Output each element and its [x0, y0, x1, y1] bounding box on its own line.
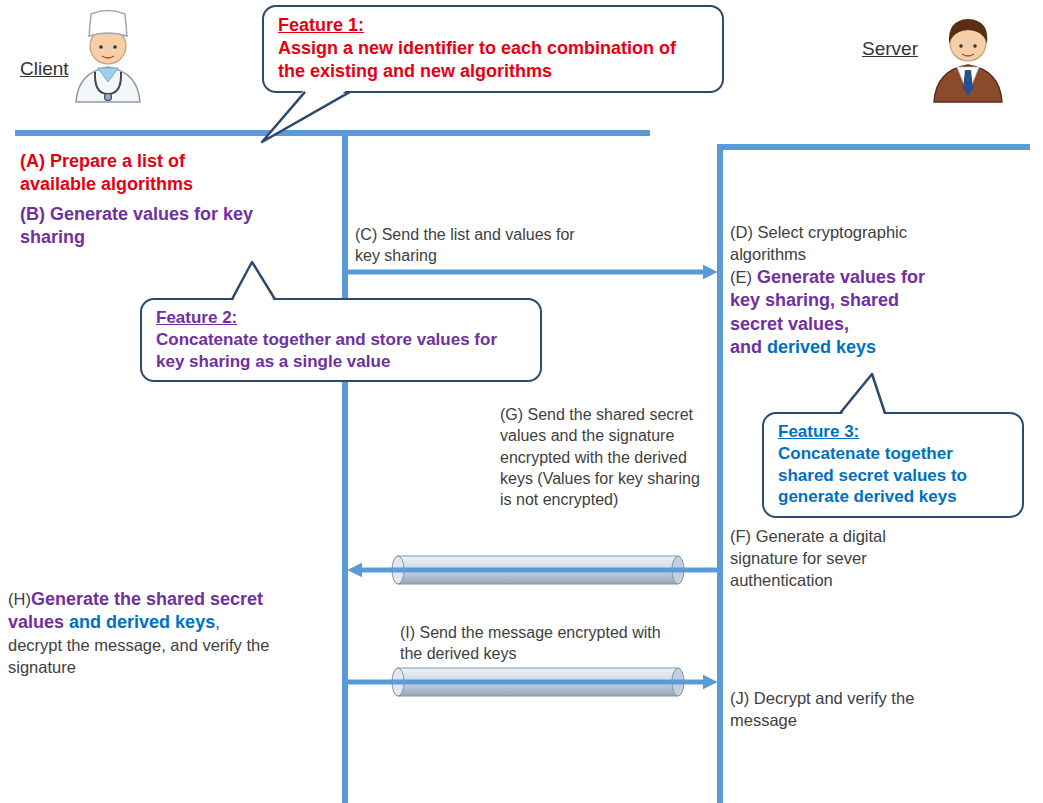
step-text: (D) Select cryptographic algorithms	[730, 222, 955, 266]
message-label: (I) Send the message encrypted with the …	[400, 622, 675, 665]
tie	[963, 70, 973, 96]
step-text-part: (H)	[8, 590, 31, 608]
client-icon	[76, 11, 140, 103]
eye	[99, 45, 103, 49]
lifeline-extension	[345, 130, 650, 136]
scrub-collar	[98, 68, 118, 82]
callout-pointer	[762, 412, 763, 413]
step-text: (A) Prepare a list of available algorith…	[20, 150, 260, 197]
step-text: (E)Generate values for key sharing, shar…	[730, 266, 945, 360]
server-icon	[934, 19, 1002, 102]
message-arrow	[348, 270, 707, 275]
feature-text: Concatenate together shared secret value…	[778, 443, 1008, 508]
mouth	[102, 56, 114, 58]
doctor-cap	[89, 11, 127, 37]
step-text-part: (A) Prepare a list of available algorith…	[20, 151, 193, 194]
step-text-part: (J) Decrypt and verify the message	[730, 689, 914, 729]
actor-name: Client	[20, 58, 69, 80]
eye	[959, 44, 963, 48]
mouth	[962, 54, 974, 56]
step-text-part: (B) Generate values for key sharing	[20, 204, 253, 247]
step-text: (F) Generate a digital signature for sev…	[730, 526, 930, 591]
callout-pointer-fill	[262, 88, 350, 141]
feature-heading: Feature 2:	[156, 307, 526, 329]
step-text-part: (E)	[730, 268, 752, 286]
step-text: (B) Generate values for key sharing	[20, 203, 282, 250]
stethoscope-head	[105, 94, 112, 101]
suit	[934, 65, 1002, 102]
step-text-part: (D) Select cryptographic algorithms	[730, 223, 907, 263]
step-text-part: (F) Generate a digital signature for sev…	[730, 527, 886, 589]
step-text: (H)Generate the shared secret valuesand …	[8, 588, 270, 678]
feature-text: Assign a new identifier to each combinat…	[278, 37, 708, 83]
callout-pointer-fill	[232, 262, 275, 303]
message-label: (G) Send the shared secret values and th…	[500, 404, 712, 510]
callout-pointer-outline	[232, 262, 275, 299]
message-arrow	[358, 568, 717, 573]
callout-pointer	[262, 5, 263, 6]
coat	[76, 67, 140, 102]
callout-box: Feature 3:Concatenate together shared se…	[762, 412, 1024, 518]
callout-pointer	[140, 298, 141, 299]
step-text: (J) Decrypt and verify the message	[730, 688, 930, 732]
step-text-part: and derived keys	[69, 612, 215, 632]
callout-pointer-outline	[840, 374, 885, 413]
hair	[949, 19, 988, 44]
actor-name: Server	[862, 38, 918, 60]
callout-pointer-outline	[262, 91, 350, 141]
message-label: (C) Send the list and values for key sha…	[355, 224, 595, 267]
callout-pointer-fill	[840, 374, 885, 417]
feature-heading: Feature 1:	[278, 14, 708, 37]
step-text-part: derived keys	[767, 337, 876, 357]
message-arrow	[348, 680, 707, 685]
stethoscope	[95, 72, 121, 94]
eye	[113, 45, 117, 49]
callout-box: Feature 1:Assign a new identifier to eac…	[262, 5, 724, 93]
feature-heading: Feature 3:	[778, 421, 1008, 443]
feature-text: Concatenate together and store values fo…	[156, 329, 526, 373]
callout-box: Feature 2:Concatenate together and store…	[140, 298, 542, 382]
eye	[973, 44, 977, 48]
